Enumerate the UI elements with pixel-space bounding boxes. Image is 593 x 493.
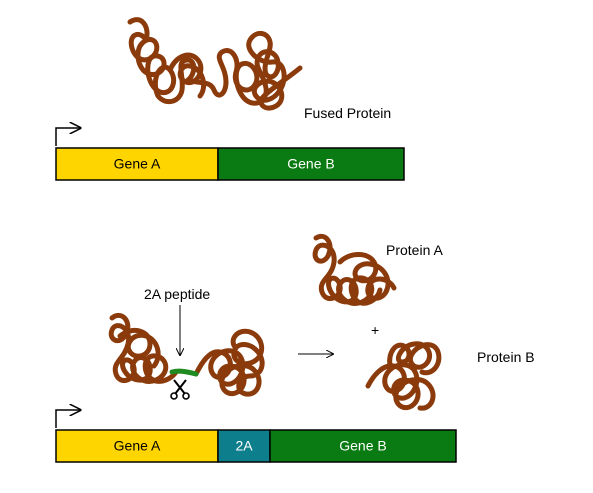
scissors-icon (170, 379, 190, 400)
peptide-label: 2A peptide (144, 286, 210, 302)
cleaving-protein-coil (108, 312, 265, 397)
bottom-gene-bar: Gene A 2A Gene B (55, 429, 457, 463)
protein-b-coil (365, 341, 442, 411)
bottom-2a-label: 2A (235, 438, 253, 454)
promoter-arrow-icon (55, 410, 80, 428)
plus-sign: + (371, 322, 379, 338)
bottom-gene-b-segment (269, 429, 457, 463)
top-gene-a-segment (55, 147, 219, 181)
bottom-2a-segment (217, 429, 271, 463)
top-gene-bar: Gene A Gene B (55, 147, 405, 181)
bottom-gene-a-segment (55, 429, 219, 463)
fused-protein-coil (127, 17, 303, 111)
protein-a-coil (312, 234, 397, 306)
top-gene-b-segment (217, 147, 405, 181)
top-gene-b-label: Gene B (287, 156, 334, 172)
top-gene-a-label: Gene A (114, 156, 161, 172)
promoter-arrow-icon (55, 128, 80, 146)
fused-protein-label: Fused Protein (304, 105, 391, 121)
protein-a-label: Protein A (386, 242, 443, 258)
bottom-gene-a-label: Gene A (114, 438, 161, 454)
2a-linker-segment (169, 368, 199, 377)
bottom-gene-b-label: Gene B (339, 438, 386, 454)
protein-b-label: Protein B (477, 349, 535, 365)
